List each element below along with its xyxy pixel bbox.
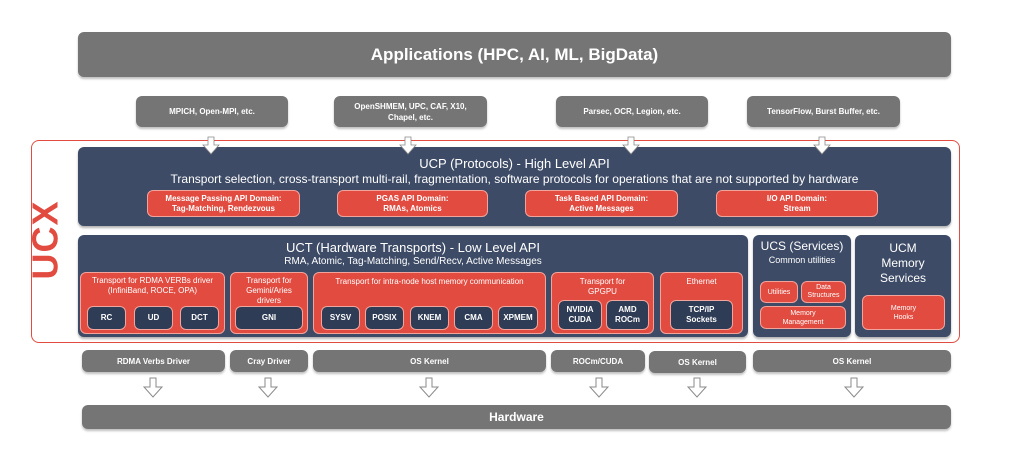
transport-cma: CMA — [454, 306, 493, 330]
uct-title: UCT (Hardware Transports) - Low Level AP… — [285, 240, 541, 255]
ucs-item-label: Data Structures — [807, 284, 840, 299]
transport-label: XPMEM — [503, 313, 533, 322]
transport-sysv: SYSV — [321, 306, 360, 330]
ucm-title: UCM Memory Services — [879, 241, 926, 285]
driver-rdma-verbs: RDMA Verbs Driver — [82, 350, 225, 372]
group-label: Transport for GPGPU — [579, 277, 626, 296]
transport-knem: KNEM — [410, 306, 449, 330]
uct-subtitle: RMA, Atomic, Tag-Matching, Send/Recv, Ac… — [284, 256, 542, 267]
down-arrow-icon — [686, 377, 708, 398]
library-label: OpenSHMEM, UPC, CAF, X10, Chapel, etc. — [354, 101, 467, 122]
driver-label: ROCm/CUDA — [572, 356, 624, 366]
ucs-data-structures: Data Structures — [801, 281, 846, 303]
group-label: Transport for intra-node host memory com… — [335, 277, 524, 286]
domain-label: Message Passing API Domain: Tag-Matching… — [165, 193, 282, 213]
transport-rc: RC — [87, 306, 126, 330]
driver-cray: Cray Driver — [230, 350, 308, 372]
applications-title: Applications (HPC, AI, ML, BigData) — [370, 44, 659, 64]
domain-label: Task Based API Domain: Active Messages — [554, 193, 649, 213]
down-arrow-icon — [142, 377, 164, 398]
domain-label: PGAS API Domain: RMAs, Atomics — [376, 193, 449, 213]
ucs-item-label: Utilities — [767, 288, 791, 296]
down-arrow-icon — [418, 377, 440, 398]
transport-tcp: TCP/IP Sockets — [670, 300, 733, 330]
transport-gni: GNI — [235, 306, 303, 330]
ucp-subtitle: Transport selection, cross-transport mul… — [170, 172, 859, 186]
applications-layer: Applications (HPC, AI, ML, BigData) — [78, 32, 951, 77]
ucp-domain-io: I/O API Domain: Stream — [716, 190, 878, 217]
transport-label: GNI — [261, 313, 277, 322]
transport-label: POSIX — [372, 313, 397, 322]
ucs-item-label: Memory Management — [782, 309, 824, 326]
driver-label: Cray Driver — [247, 356, 291, 366]
ucs-memory-management: Memory Management — [760, 306, 846, 329]
transport-xpmem: XPMEM — [498, 306, 538, 330]
transport-label: NVIDIA CUDA — [566, 305, 594, 324]
ucp-title: UCP (Protocols) - High Level API — [419, 156, 610, 171]
group-label: Transport for RDMA VERBs driver (InfiniB… — [91, 276, 214, 295]
down-arrow-icon — [843, 377, 865, 398]
transport-label: UD — [147, 313, 160, 322]
library-box-pgas: OpenSHMEM, UPC, CAF, X10, Chapel, etc. — [334, 96, 487, 127]
group-label: Transport for Gemini/Aries drivers — [246, 276, 292, 305]
transport-cuda: NVIDIA CUDA — [558, 300, 602, 330]
transport-label: TCP/IP Sockets — [686, 305, 717, 324]
driver-label: OS Kernel — [832, 356, 872, 366]
transport-label: RC — [100, 313, 113, 322]
driver-label: OS Kernel — [678, 357, 717, 367]
domain-label: I/O API Domain: Stream — [766, 193, 828, 213]
hardware-layer: Hardware — [82, 405, 951, 429]
ucp-domain-pgas: PGAS API Domain: RMAs, Atomics — [337, 190, 488, 217]
driver-rocm-cuda: ROCm/CUDA — [551, 350, 645, 372]
ucx-label-wrap: UCX — [10, 200, 80, 279]
transport-label: SYSV — [329, 313, 352, 322]
ucm-memory-hooks: Memory Hooks — [862, 295, 945, 330]
transport-posix: POSIX — [365, 306, 404, 330]
down-arrow-icon — [588, 377, 610, 398]
library-label: Parsec, OCR, Legion, etc. — [583, 107, 681, 116]
ucm-item-label: Memory Hooks — [890, 304, 917, 321]
ucp-domain-message-passing: Message Passing API Domain: Tag-Matching… — [147, 190, 300, 217]
driver-os-kernel-3: OS Kernel — [753, 350, 951, 372]
transport-label: CMA — [464, 313, 483, 322]
transport-dct: DCT — [180, 306, 219, 330]
transport-label: AMD ROCm — [615, 305, 640, 324]
transport-rocm: AMD ROCm — [606, 300, 649, 330]
ucp-domain-task-based: Task Based API Domain: Active Messages — [525, 190, 678, 217]
ucx-frame — [31, 140, 960, 343]
down-arrow-icon — [257, 377, 279, 398]
hardware-title: Hardware — [489, 410, 544, 424]
library-box-task: Parsec, OCR, Legion, etc. — [556, 96, 708, 127]
library-box-io: TensorFlow, Burst Buffer, etc. — [747, 96, 900, 127]
transport-ud: UD — [134, 306, 173, 330]
driver-os-kernel-2: OS Kernel — [649, 351, 746, 373]
library-label: MPICH, Open-MPI, etc. — [169, 107, 255, 116]
ucx-label: UCX — [24, 200, 66, 280]
group-label: Ethernet — [686, 277, 717, 286]
library-box-mpi: MPICH, Open-MPI, etc. — [136, 96, 288, 127]
driver-label: RDMA Verbs Driver — [116, 356, 191, 366]
transport-label: DCT — [191, 313, 208, 322]
transport-label: KNEM — [417, 313, 442, 322]
library-label: TensorFlow, Burst Buffer, etc. — [767, 107, 880, 116]
ucs-subtitle: Common utilities — [768, 255, 836, 265]
driver-label: OS Kernel — [410, 356, 449, 366]
ucs-title: UCS (Services) — [760, 239, 844, 253]
driver-os-kernel-1: OS Kernel — [313, 350, 546, 372]
ucs-utilities: Utilities — [760, 281, 798, 303]
